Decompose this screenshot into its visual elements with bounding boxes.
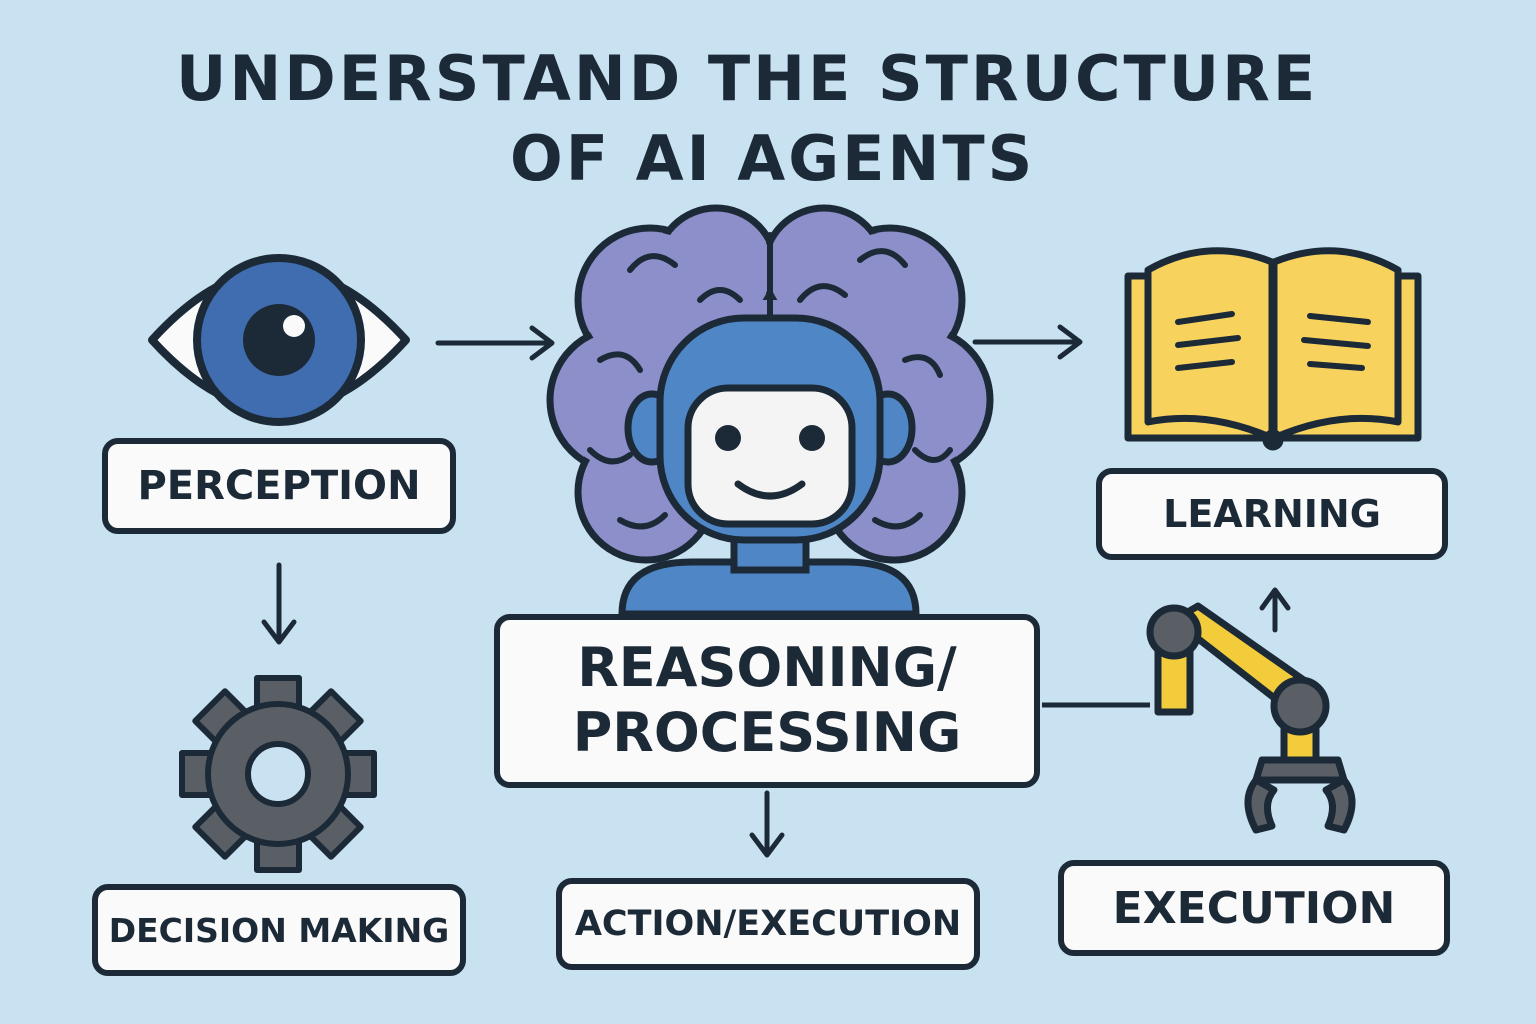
execution-label: EXECUTION	[1058, 860, 1450, 956]
brain-robot-icon	[546, 204, 994, 618]
learning-label: LEARNING	[1096, 468, 1448, 560]
eye-icon	[148, 254, 410, 426]
arrow-reasoning-to-learning	[972, 324, 1083, 360]
decision-making-label: DECISION MAKING	[92, 884, 466, 976]
arrow-reasoning-to-action	[749, 790, 785, 858]
arrow-perception-to-reasoning	[435, 325, 555, 361]
perception-label: PERCEPTION	[102, 438, 456, 534]
arrow-execution-to-learning	[1259, 587, 1291, 633]
book-icon	[1124, 247, 1422, 451]
reasoning-processing-label: REASONING/ PROCESSING	[494, 614, 1040, 788]
action-execution-label: ACTION/EXECUTION	[556, 878, 980, 970]
title-line-1: UNDERSTAND THE STRUCTURE	[176, 42, 1319, 115]
robot-arm-icon	[1146, 602, 1356, 834]
arrow-perception-to-decision	[261, 562, 297, 645]
title-line-2: OF AI AGENTS	[510, 122, 1036, 195]
gear-icon	[179, 675, 377, 873]
